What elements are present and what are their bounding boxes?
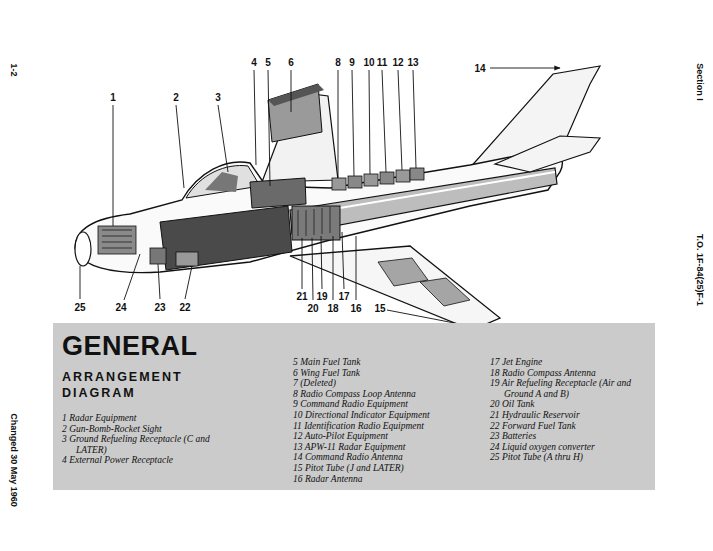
sight	[205, 172, 238, 192]
callout-number: 21	[296, 291, 307, 302]
key-entry: 19 Air Refueling Receptacle (Air and Gro…	[490, 378, 650, 399]
batteries	[150, 248, 166, 264]
key-entry: 2 Gun-Bomb-Rocket Sight	[62, 424, 240, 435]
heading-text: GENERAL	[62, 331, 240, 361]
margin-text: T.O. 1F-84(25)F-1	[695, 234, 705, 306]
key-entry: 14 Command Radio Antenna	[293, 452, 478, 463]
key-entry: 4 External Power Receptacle	[62, 455, 240, 466]
callout-number: 9	[349, 57, 355, 68]
engine-section	[292, 206, 340, 240]
key-entry: 8 Radio Compass Loop Antenna	[293, 389, 478, 400]
callout-number: 16	[350, 303, 361, 314]
key-entry: 13 APW-11 Radar Equipment	[293, 442, 478, 453]
callout-number: 14	[474, 63, 485, 74]
callout-number: 5	[265, 57, 271, 68]
callout-number: 18	[327, 303, 338, 314]
wing-tank-top	[268, 84, 324, 106]
radar-equipment	[98, 226, 136, 254]
callout-number: 10	[363, 57, 374, 68]
equipment-box	[364, 174, 378, 186]
callout-number: 15	[374, 303, 385, 314]
callout-number: 22	[179, 302, 190, 313]
key-entry: 7 (Deleted)	[293, 378, 478, 389]
oxygen-converter	[176, 252, 198, 266]
equipment-box	[348, 176, 362, 188]
key-entry: 10 Directional Indicator Equipment	[293, 410, 478, 421]
key-entry: 15 Pitot Tube (J and LATER)	[293, 463, 478, 474]
callout-number: 6	[288, 57, 294, 68]
engine-detail	[298, 207, 330, 236]
margin-text: Section I	[695, 63, 705, 101]
callout-number: 2	[173, 92, 179, 103]
callout-number: 3	[215, 92, 221, 103]
margin-text: Changed 30 May 1960	[9, 413, 19, 507]
key-entry: 17 Jet Engine	[490, 357, 650, 368]
key-entry: 23 Batteries	[490, 431, 650, 442]
legend-panel: GENERAL ARRANGEMENT DIAGRAM 1 Radar Equipm…	[53, 323, 655, 490]
equipment-box	[396, 170, 410, 182]
key-entry: 1 Radar Equipment	[62, 413, 240, 424]
wing-panel	[420, 278, 470, 306]
callout-number: 19	[316, 291, 327, 302]
callout-number: 8	[335, 57, 341, 68]
callout-number: 20	[307, 303, 318, 314]
equipment-box	[410, 168, 424, 180]
key-entry: 24 Liquid oxygen converter	[490, 442, 650, 453]
key-column: 5 Main Fuel Tank6 Wing Fuel Tank7 (Delet…	[293, 357, 478, 484]
heading-text: ARRANGEMENT DIAGRAM	[62, 369, 227, 401]
canopy	[186, 166, 260, 198]
key-column: GENERAL ARRANGEMENT DIAGRAM 1 Radar Equipm…	[62, 331, 240, 466]
equipment-box	[332, 178, 346, 190]
radar-detail	[102, 230, 132, 248]
key-entry: 18 Radio Compass Antenna	[490, 368, 650, 379]
callout-number: 11	[377, 57, 388, 68]
callout-number: 12	[392, 57, 403, 68]
callout-number: 13	[407, 57, 418, 68]
callout-number: 1	[110, 92, 116, 103]
key-entry: 11 Identification Radio Equipment	[293, 421, 478, 432]
key-entry: 5 Main Fuel Tank	[293, 357, 478, 368]
callout-number: 25	[74, 302, 85, 313]
key-entry: 16 Radar Antenna	[293, 474, 478, 485]
main-fuel-tank	[250, 178, 306, 208]
key-entry: 22 Forward Fuel Tank	[490, 421, 650, 432]
key-entry: 20 Oil Tank	[490, 399, 650, 410]
callout-number: 24	[115, 302, 126, 313]
margin-text: 1-2	[9, 63, 19, 76]
key-entry: 25 Pitot Tube (A thru H)	[490, 452, 650, 463]
equipment-box	[380, 172, 394, 184]
nose-intake	[75, 232, 91, 266]
key-column: 17 Jet Engine18 Radio Compass Antenna19 …	[490, 357, 650, 463]
forward-fuel-tank	[160, 206, 292, 270]
key-entry: 12 Auto-Pilot Equipment	[293, 431, 478, 442]
key-entry: 9 Command Radio Equipment	[293, 399, 478, 410]
callout-number: 17	[338, 291, 349, 302]
callout-number: 23	[154, 302, 165, 313]
key-entry: 21 Hydraulic Reservoir	[490, 410, 650, 421]
horizontal-stabilizer	[495, 136, 600, 172]
key-entry: 6 Wing Fuel Tank	[293, 368, 478, 379]
key-entry: 3 Ground Refueling Receptacle (C and LAT…	[62, 434, 240, 455]
callout-number: 4	[251, 57, 257, 68]
leader-lines	[80, 68, 560, 326]
